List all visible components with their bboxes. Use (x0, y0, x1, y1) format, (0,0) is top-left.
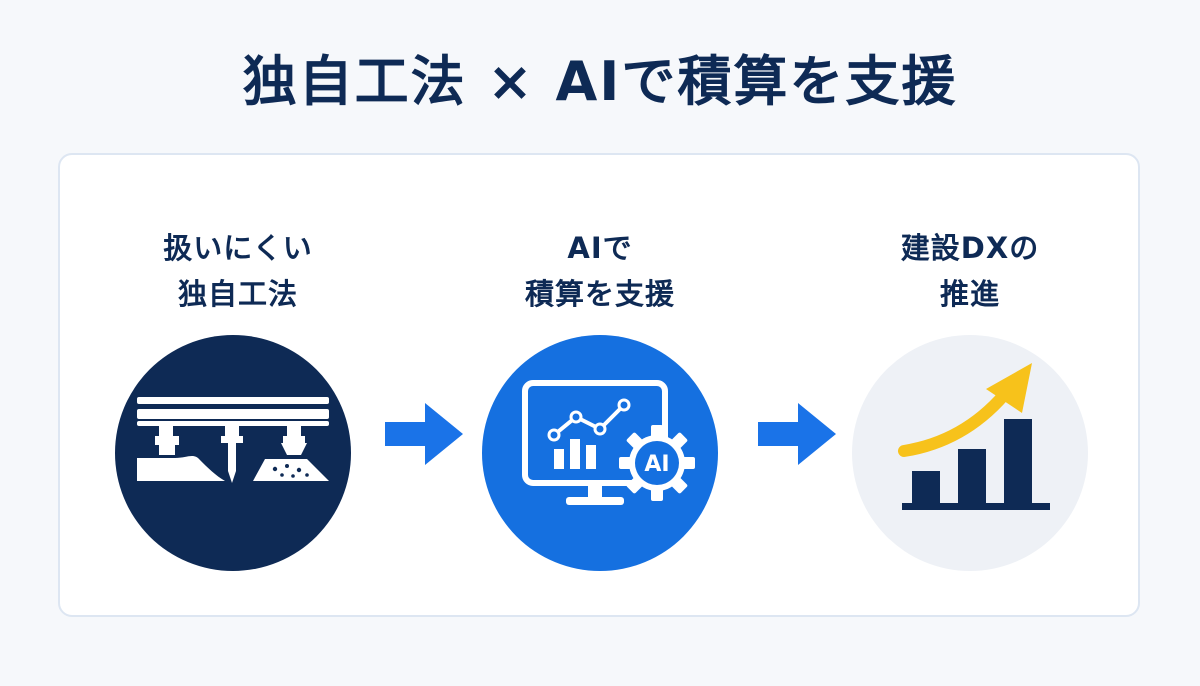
growth-chart-arrow-icon (852, 335, 1088, 571)
step-1-label-line1: 扱いにくい (163, 231, 313, 265)
step-3-label: 建設DXの 推進 (850, 225, 1090, 317)
step-3-label-line2: 推進 (939, 277, 1000, 311)
step-1-label-line2: 独自工法 (177, 277, 298, 311)
step-2-label-line1: AIで (567, 231, 633, 265)
step-1-label: 扱いにくい 独自工法 (118, 225, 358, 317)
step-2-label: AIで 積算を支援 (480, 225, 720, 317)
construction-machinery-icon (115, 335, 351, 571)
ai-badge-text: AI (644, 452, 669, 477)
right-arrow-icon (758, 403, 836, 465)
step-3-label-line1: 建設DXの (900, 231, 1040, 265)
page-title: 独自工法 × AIで積算を支援 (242, 50, 958, 113)
monitor-chart-ai-gear-icon: AI (482, 335, 718, 571)
right-arrow-icon (385, 403, 463, 465)
step-2-label-line2: 積算を支援 (524, 277, 675, 311)
